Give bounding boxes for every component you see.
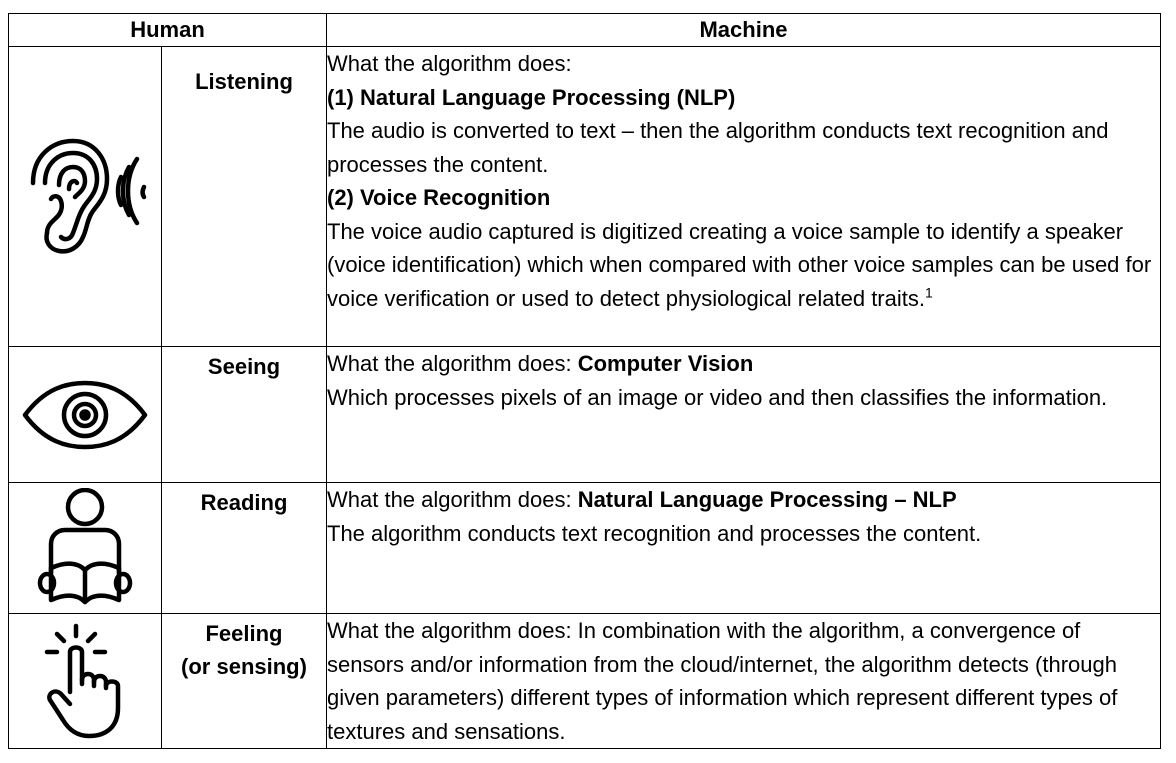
label-feeling-line2: (or sensing) <box>181 654 307 679</box>
intro-bold-term: Natural Language Processing – NLP <box>577 487 957 512</box>
reading-intro-line: What the algorithm does: Natural Languag… <box>327 483 1160 517</box>
eye-icon <box>22 380 148 449</box>
nlp-text: The audio is converted to text – then th… <box>327 118 1109 177</box>
footnote-marker: 1 <box>924 284 933 301</box>
intro-text: What the algorithm does: <box>327 51 572 76</box>
machine-header: Machine <box>326 13 1161 47</box>
icon-cell-seeing <box>8 346 162 483</box>
reading-text: The algorithm conducts text recognition … <box>327 520 982 546</box>
voice-recognition-paragraph: The voice audio captured is digitized cr… <box>327 215 1160 316</box>
label-feeling: Feeling (or sensing) <box>161 613 327 749</box>
icon-cell-feeling <box>8 613 162 749</box>
description-listening: What the algorithm does: (1) Natural Lan… <box>326 46 1161 347</box>
intro-bold-term: Computer Vision <box>577 351 754 376</box>
finger-touch-icon <box>44 623 121 739</box>
feeling-text: What the algorithm does: In combination … <box>327 618 1118 744</box>
seeing-text: Which processes pixels of an image or vi… <box>327 384 1108 410</box>
subheading-nlp: (1) Natural Language Processing (NLP) <box>327 84 736 110</box>
ear-listening-icon <box>30 138 147 254</box>
icon-cell-reading <box>8 482 162 614</box>
label-listening: Listening <box>161 46 327 347</box>
description-seeing: What the algorithm does: Computer Vision… <box>326 346 1161 483</box>
intro-text: What the algorithm does: <box>327 351 578 376</box>
header-row: Human Machine <box>8 13 1161 47</box>
label-seeing: Seeing <box>161 346 327 483</box>
table-row-listening: Listening What the algorithm does: (1) N… <box>8 46 1161 347</box>
person-reading-book-icon <box>37 488 133 605</box>
description-reading: What the algorithm does: Natural Languag… <box>326 482 1161 614</box>
table-row-reading: Reading What the algorithm does: Natural… <box>8 482 1161 614</box>
seeing-intro-line: What the algorithm does: Computer Vision <box>327 347 1160 381</box>
label-reading: Reading <box>161 482 327 614</box>
table-row-feeling: Feeling (or sensing) What the algorithm … <box>8 613 1161 749</box>
comparison-table: Human Machine Listening What the algori <box>8 13 1161 749</box>
table-row-seeing: Seeing What the algorithm does: Computer… <box>8 346 1161 483</box>
voice-recognition-text: The voice audio captured is digitized cr… <box>327 218 1152 311</box>
description-feeling: What the algorithm does: In combination … <box>326 613 1161 749</box>
intro-text: What the algorithm does: <box>327 487 578 512</box>
subheading-voice-recognition: (2) Voice Recognition <box>327 185 551 210</box>
human-header: Human <box>8 13 327 47</box>
label-feeling-line1: Feeling <box>205 621 283 646</box>
icon-cell-listening <box>8 46 162 347</box>
